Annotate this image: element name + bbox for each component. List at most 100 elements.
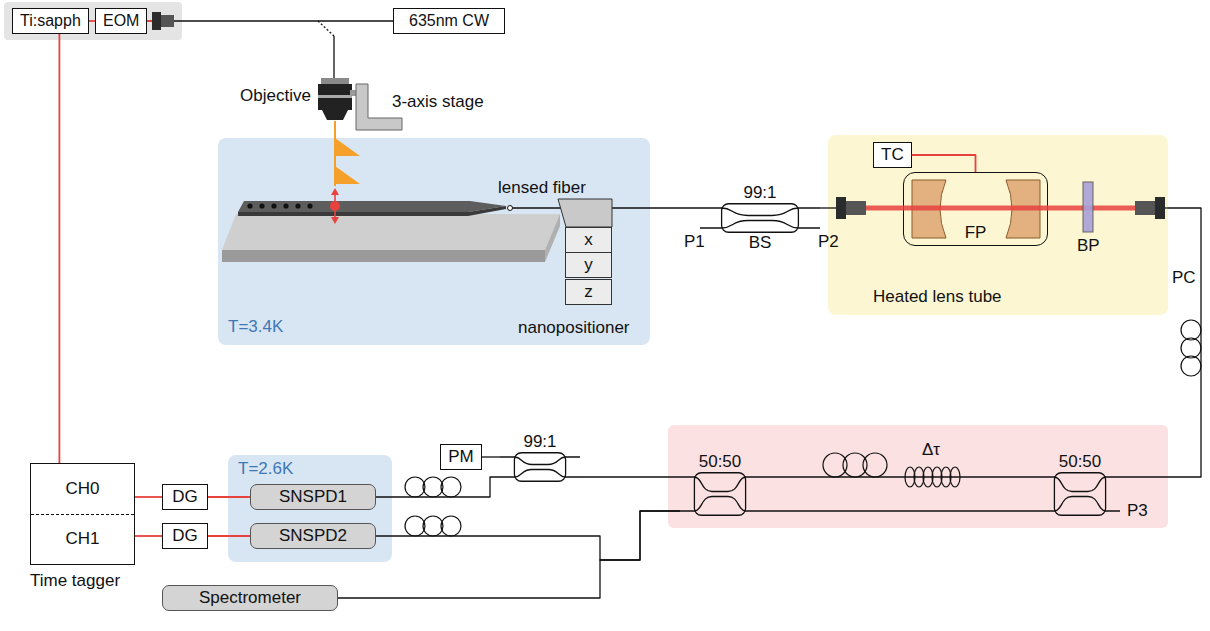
coupler-symbol bbox=[1040, 472, 1120, 516]
lens-tube-optics bbox=[1135, 201, 1155, 215]
emitter-dipole bbox=[330, 201, 340, 211]
signal-wire bbox=[208, 535, 250, 537]
part-label: P2 bbox=[818, 232, 839, 252]
fiber-connector bbox=[650, 207, 700, 208]
sample-device bbox=[222, 214, 560, 250]
lens-tube-optics bbox=[866, 206, 1135, 211]
coupler-housing bbox=[722, 204, 799, 233]
box-label: x bbox=[584, 230, 593, 250]
fiber-collimator bbox=[161, 15, 174, 27]
sample-device bbox=[238, 201, 506, 212]
part-label: 3-axis stage bbox=[392, 92, 484, 112]
signal-wire bbox=[135, 496, 162, 498]
box-label: DG bbox=[172, 526, 198, 546]
polarization-controller bbox=[1181, 338, 1201, 358]
sample-device bbox=[271, 203, 276, 208]
label-anchor: P1 bbox=[684, 232, 705, 252]
part-label: Δτ bbox=[922, 440, 940, 460]
part-label: P1 bbox=[684, 232, 705, 252]
coupler-housing bbox=[514, 453, 565, 482]
sample-device bbox=[222, 250, 545, 262]
coupler-fiber bbox=[1040, 497, 1120, 512]
label-anchor: P2 bbox=[818, 232, 839, 252]
fiber-connector bbox=[820, 207, 828, 208]
coupler-fiber bbox=[700, 208, 820, 216]
panel-label: Heated lens tube bbox=[873, 287, 1002, 307]
label-anchor: Δτ bbox=[922, 440, 940, 460]
coupler-ratio: 50:50 bbox=[699, 452, 742, 472]
objective-lens bbox=[318, 84, 352, 110]
fiber-connector bbox=[376, 477, 500, 497]
lens-tube-optics bbox=[836, 197, 846, 219]
channel-cell: CH1 bbox=[31, 514, 134, 565]
box-label: SNSPD2 bbox=[279, 526, 347, 546]
sample-device bbox=[222, 201, 560, 262]
label-anchor: BP bbox=[1077, 236, 1100, 256]
laser-box: Ti:sapph bbox=[12, 8, 89, 34]
polarization-controller bbox=[441, 516, 461, 536]
sample-device bbox=[259, 203, 264, 208]
device-title: Time tagger bbox=[30, 571, 135, 591]
cryostat-panel: T=2.6KSNSPD1SNSPD2 bbox=[228, 455, 392, 562]
delay-generator: DG bbox=[162, 484, 208, 510]
lens-tube-optics bbox=[846, 201, 866, 215]
box-label: EOM bbox=[103, 11, 139, 31]
label-anchor: Objective bbox=[240, 86, 311, 106]
box-label: TC bbox=[881, 145, 904, 165]
channel-label: CH0 bbox=[65, 479, 99, 499]
fiber-connector bbox=[482, 456, 500, 457]
part-label: BP bbox=[1077, 236, 1100, 256]
fiber bbox=[174, 20, 393, 21]
box-label: SNSPD1 bbox=[279, 487, 347, 507]
coupler-fiber bbox=[700, 221, 820, 229]
polarization-controller bbox=[405, 516, 425, 536]
coupler-fiber bbox=[1040, 477, 1120, 492]
fiber-collimator bbox=[152, 12, 161, 30]
box-label: Spectrometer bbox=[199, 588, 301, 608]
fiber-connector bbox=[760, 510, 1040, 511]
coupler-housing bbox=[1054, 473, 1105, 516]
coupler-name: BS bbox=[749, 233, 772, 253]
sample-device bbox=[247, 203, 252, 208]
box-label: y bbox=[584, 255, 593, 275]
interferometer-panel bbox=[668, 425, 1168, 528]
polarization-controller bbox=[423, 516, 443, 536]
heated-lens-tube: Heated lens tubeTCFP bbox=[828, 135, 1168, 315]
part-label: P3 bbox=[1127, 501, 1148, 521]
signal-wire bbox=[59, 34, 61, 463]
signal-wire bbox=[208, 496, 250, 498]
lensed-fiber bbox=[558, 199, 612, 227]
coupler-fiber bbox=[500, 470, 580, 478]
time-tagger: CH0CH1Time tagger bbox=[30, 463, 135, 591]
box-label: DG bbox=[172, 487, 198, 507]
fiber-coupler: 50:50 bbox=[1040, 452, 1120, 516]
fiber-coupler: 99:1 bbox=[500, 432, 580, 482]
sample-device bbox=[283, 203, 288, 208]
lensed-fiber bbox=[508, 206, 513, 211]
fiber-connector bbox=[760, 476, 1040, 477]
beam-splitter: 99:1BS bbox=[700, 183, 820, 253]
label-anchor: PC bbox=[1172, 268, 1196, 288]
power-meter: PM bbox=[440, 444, 482, 470]
polarization-controller bbox=[441, 477, 461, 497]
fiber-coupler: 50:50 bbox=[680, 452, 760, 516]
coupler-housing bbox=[694, 473, 745, 516]
temperature-controller: TC bbox=[873, 142, 912, 168]
coupler-fiber bbox=[500, 457, 580, 465]
polarization-controller bbox=[423, 477, 443, 497]
coupler-symbol bbox=[700, 203, 820, 233]
coupler-symbol bbox=[680, 472, 760, 516]
coupler-ratio: 50:50 bbox=[1059, 452, 1102, 472]
emitter-dipole bbox=[331, 217, 339, 224]
label-anchor: P3 bbox=[1127, 501, 1148, 521]
sample-device bbox=[307, 203, 312, 208]
polarization-controller bbox=[405, 320, 1201, 536]
tagger-box: CH0CH1 bbox=[30, 463, 135, 565]
box-label: Ti:sapph bbox=[20, 11, 81, 31]
panel-label: T=3.4K bbox=[228, 317, 283, 337]
interferometer-panel bbox=[668, 425, 1168, 528]
lens-tube-optics bbox=[1155, 197, 1165, 219]
spectrometer-box: Spectrometer bbox=[162, 585, 338, 611]
detector-box: SNSPD1 bbox=[250, 484, 376, 510]
